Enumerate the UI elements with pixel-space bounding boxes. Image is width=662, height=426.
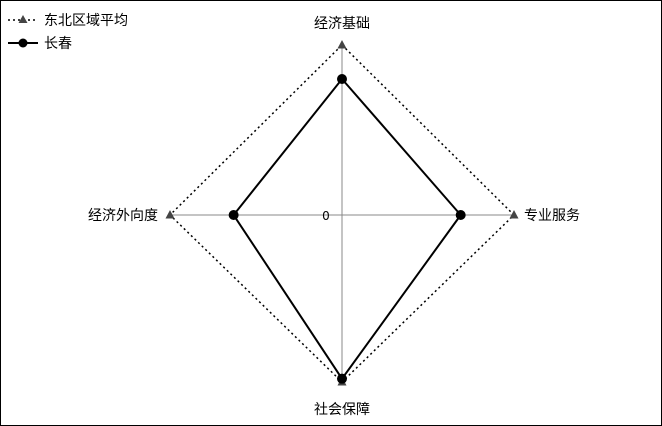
series-1-outline [232, 77, 462, 381]
tick-label-zero: 0 [322, 209, 330, 223]
legend-label-1: 长春 [44, 36, 72, 52]
series-0-point-0 [337, 40, 347, 49]
axis-label-2: 社会保障 [314, 402, 370, 418]
legend: 东北区域平均 长春 [8, 13, 128, 52]
legend-marker-0 [18, 15, 28, 23]
series-1-point-0 [337, 74, 347, 84]
series-1-point-2 [337, 373, 347, 384]
series-0-point-1 [509, 210, 519, 219]
series-markers [165, 40, 519, 386]
axis-label-3: 经济外向度 [88, 208, 158, 224]
legend-item-1: 长春 [8, 36, 72, 52]
legend-marker-1 [18, 38, 28, 48]
axis-label-1: 专业服务 [524, 208, 580, 224]
series-0-point-3 [165, 210, 175, 219]
axis-label-0: 经济基础 [314, 15, 370, 32]
series-1-point-1 [455, 210, 466, 220]
legend-item-0: 东北区域平均 [8, 13, 128, 29]
legend-label-0: 东北区域平均 [44, 13, 128, 29]
series-1-point-3 [228, 210, 239, 220]
